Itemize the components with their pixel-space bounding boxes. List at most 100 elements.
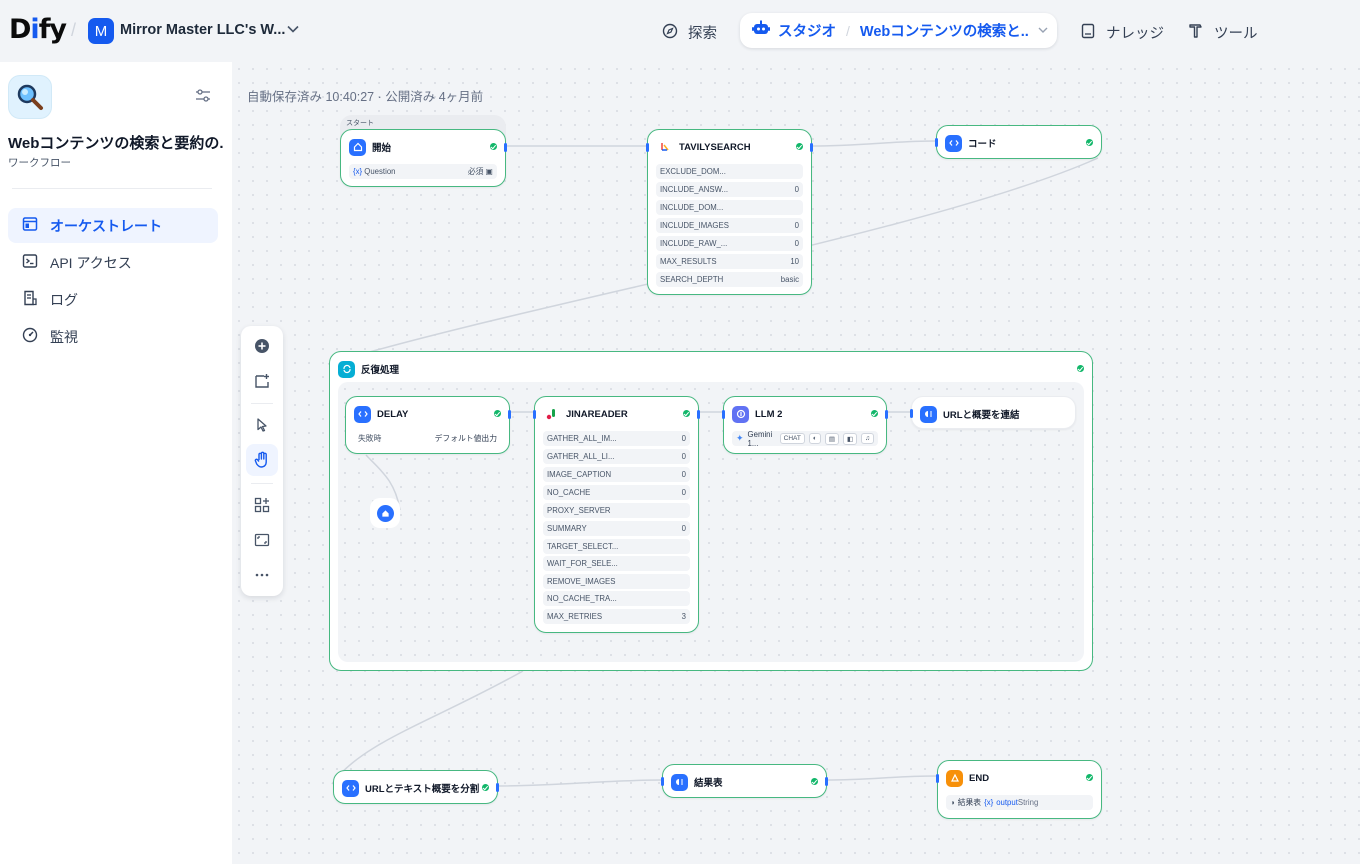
- dify-logo[interactable]: Dify: [9, 14, 67, 45]
- chevron-down-icon[interactable]: [287, 22, 299, 36]
- hammer-icon: [1188, 23, 1204, 43]
- iteration-start-node[interactable]: [370, 498, 400, 528]
- nav-explore-label: 探索: [688, 26, 717, 42]
- output-handle[interactable]: [496, 783, 499, 792]
- variable-type: String: [1017, 798, 1039, 807]
- code-icon: [342, 779, 359, 797]
- maximize-icon: [254, 533, 270, 547]
- llm-icon: [732, 405, 749, 423]
- sidebar-item-api-access[interactable]: API アクセス: [8, 245, 218, 280]
- concat-node[interactable]: URLと概要を連結: [910, 396, 1076, 429]
- note-add-icon: [255, 374, 269, 388]
- success-check-icon: [795, 142, 804, 151]
- workspace-name[interactable]: Mirror Master LLC's W...: [120, 22, 286, 38]
- sliders-icon[interactable]: [195, 88, 211, 109]
- node-title: 開始: [372, 143, 392, 154]
- start-variable-row: {x} Question 必須 ▣: [349, 164, 497, 179]
- more-options-button[interactable]: [246, 559, 278, 591]
- node-header: コード: [945, 134, 1093, 152]
- save-status: 自動保存済み 10:40:27 · 公開済み 4ヶ月前: [247, 90, 484, 104]
- node-title: TAVILYSEARCH: [679, 141, 751, 153]
- sidebar-item-monitoring[interactable]: 監視: [8, 319, 218, 354]
- sidebar-item-orchestrate[interactable]: オーケストレート: [8, 208, 218, 243]
- input-handle[interactable]: [936, 774, 939, 783]
- output-handle[interactable]: [825, 777, 828, 786]
- add-node-button[interactable]: [246, 330, 278, 362]
- param-row: GATHER_ALL_LI...0: [543, 449, 690, 464]
- node-title: END: [969, 772, 990, 784]
- hand-mode-button[interactable]: [246, 444, 278, 476]
- split-code-node[interactable]: URLとテキスト概要を分割: [333, 770, 499, 804]
- param-row: TARGET_SELECT...: [543, 539, 690, 554]
- workspace-avatar[interactable]: M: [88, 18, 114, 44]
- error-strategy-row: 失敗時デフォルト値出力: [354, 431, 501, 446]
- required-label: 必須: [467, 167, 484, 176]
- chevron-down-icon[interactable]: [1038, 25, 1048, 37]
- input-handle[interactable]: [533, 410, 536, 419]
- success-check-icon: [682, 409, 691, 418]
- plus-circle-icon: [255, 339, 269, 353]
- param-row: PROXY_SERVER: [543, 503, 690, 518]
- file-list-icon: [22, 290, 38, 309]
- input-handle[interactable]: [935, 138, 938, 147]
- more-horizontal-icon: [255, 573, 269, 577]
- input-handle[interactable]: [646, 143, 649, 152]
- node-header: 開始: [349, 138, 497, 156]
- sidebar-item-label: API アクセス: [50, 254, 132, 271]
- output-handle[interactable]: [508, 410, 511, 419]
- template-icon: [671, 773, 688, 791]
- param-row: NO_CACHE_TRA...: [543, 591, 690, 606]
- output-handle[interactable]: [697, 410, 700, 419]
- nav-explore[interactable]: 探索: [662, 22, 717, 43]
- model-row: ✦ Gemini 1... CHAT ◐ ▤ ◧ ♫: [732, 430, 878, 448]
- node-title: URLと概要を連結: [943, 410, 1020, 421]
- node-header: 反復処理: [338, 360, 1084, 378]
- input-handle[interactable]: [910, 409, 913, 418]
- delay-node[interactable]: DELAY 失敗時デフォルト値出力: [345, 396, 511, 454]
- jina-reader-node[interactable]: JINAREADER GATHER_ALL_IM...0 GATHER_ALL_…: [533, 396, 700, 633]
- output-handle[interactable]: [810, 143, 813, 152]
- app-sidebar: Webコンテンツの検索と要約の... ワークフロー オーケストレート API ア…: [0, 62, 232, 864]
- node-title: JINAREADER: [566, 408, 628, 420]
- sidebar-item-logs[interactable]: ログ: [8, 282, 218, 317]
- success-check-icon: [1085, 773, 1094, 782]
- code-node[interactable]: コード: [935, 125, 1102, 159]
- tavily-search-node[interactable]: TAVILYSEARCH EXCLUDE_DOM... INCLUDE_ANSW…: [646, 129, 813, 295]
- input-handle[interactable]: [661, 777, 664, 786]
- code-icon: [354, 405, 371, 423]
- current-app-selector[interactable]: Webコンテンツの検索と...: [859, 24, 1028, 40]
- param-row: REMOVE_IMAGES: [543, 574, 690, 589]
- end-node[interactable]: END ◑ 結果表 {x} output String: [936, 760, 1102, 819]
- input-type-icon: ▣: [485, 167, 493, 176]
- add-note-button[interactable]: [246, 365, 278, 397]
- nav-tools[interactable]: ツール: [1188, 22, 1258, 43]
- compass-icon: [662, 23, 678, 43]
- node-title: URLとテキスト概要を分割: [365, 784, 480, 795]
- logo-text-i: i: [30, 14, 39, 45]
- organize-blocks-button[interactable]: [246, 489, 278, 521]
- nav-tools-label: ツール: [1214, 26, 1258, 42]
- fit-view-button[interactable]: [246, 524, 278, 556]
- nav-studio[interactable]: スタジオ / Webコンテンツの検索と...: [740, 13, 1057, 48]
- node-header: TAVILYSEARCH: [656, 138, 803, 156]
- start-node[interactable]: 開始 {x} Question 必須 ▣: [340, 129, 507, 187]
- grid-add-icon: [254, 497, 270, 513]
- magnifier-app-icon[interactable]: [8, 75, 52, 119]
- logo-text-fy: fy: [38, 14, 67, 45]
- canvas-toolbar: [241, 326, 283, 596]
- variable-name: Question: [364, 167, 396, 176]
- video-feature-icon: ◧: [842, 432, 858, 445]
- output-handle[interactable]: [504, 143, 507, 152]
- llm-node[interactable]: LLM 2 ✦ Gemini 1... CHAT ◐ ▤ ◧ ♫: [722, 396, 888, 454]
- result-table-node[interactable]: 結果表: [661, 764, 828, 798]
- home-icon: [376, 504, 394, 522]
- input-handle[interactable]: [722, 410, 725, 419]
- window-icon: [22, 216, 38, 235]
- output-handle[interactable]: [885, 410, 888, 419]
- pointer-mode-button[interactable]: [246, 409, 278, 441]
- document-feature-icon: ▤: [824, 432, 839, 445]
- nav-knowledge[interactable]: ナレッジ: [1080, 22, 1164, 43]
- nav-studio-label: スタジオ: [778, 24, 836, 40]
